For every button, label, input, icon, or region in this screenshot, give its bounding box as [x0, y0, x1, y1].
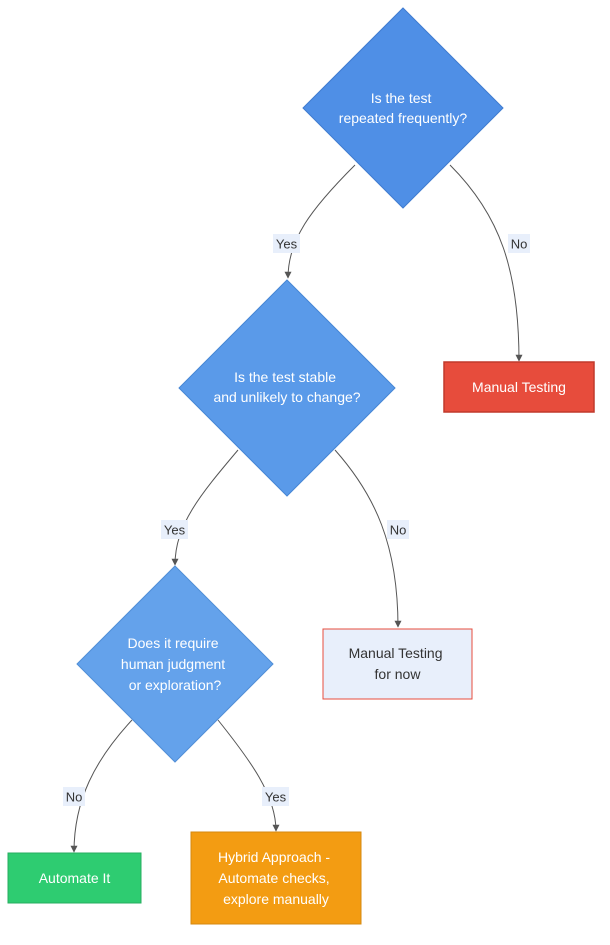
- edge-label-bg: [273, 234, 300, 253]
- svg-text:Manual Testing: Manual Testing: [472, 379, 566, 395]
- decision-label-line: Is the test: [371, 90, 432, 106]
- edge-labels: Yes No Yes No No Yes: [63, 234, 530, 806]
- outcome-node-hybrid-approach: Hybrid Approach - Automate checks, explo…: [190, 831, 362, 925]
- edge-q1-no: [449, 164, 523, 362]
- outcome-node-manual-testing-for-now: Manual Testing for now: [322, 628, 473, 700]
- edge-label-bg: [508, 234, 530, 253]
- outcome-label-line: explore manually: [223, 891, 329, 907]
- svg-text:Automate It: Automate It: [39, 870, 111, 886]
- edge-label-q1-no: No: [508, 234, 530, 253]
- edge-label-q2-no: No: [387, 520, 409, 539]
- edge-label-text: Yes: [265, 790, 287, 805]
- edge-label-text: No: [390, 523, 407, 538]
- edge-q2-yes: [171, 449, 239, 566]
- outcome-label-line: for now: [375, 666, 422, 682]
- outcome-label-line: Hybrid Approach -: [218, 849, 330, 865]
- decision-label-line: and unlikely to change?: [213, 389, 360, 405]
- edge-label-text: No: [511, 237, 528, 252]
- svg-text:Manual Testing for now: Manual Testing for now: [349, 645, 447, 682]
- svg-text:Is the test repeated fre: Is the test repeated frequently?: [339, 90, 468, 126]
- outcome-box: [190, 831, 362, 925]
- decision-node-repeated-frequently: Is the test repeated frequently?: [302, 7, 504, 209]
- edge-label-bg: [262, 787, 289, 806]
- outcome-node-manual-testing: Manual Testing: [443, 361, 595, 413]
- decision-diamond: [178, 279, 396, 497]
- edge-q1-yes: [284, 164, 356, 279]
- edge-q2-no: [334, 449, 402, 628]
- edge-q3-no: [70, 719, 133, 853]
- svg-text:Does it require human ju: Does it require human judgment or explor…: [121, 635, 229, 693]
- decision-node-human-judgment: Does it require human judgment or explor…: [76, 565, 274, 763]
- outcome-box: [322, 628, 473, 700]
- edge-label-bg: [387, 520, 409, 539]
- outcome-box: [443, 361, 595, 413]
- edge-q3-yes: [217, 719, 280, 832]
- decision-node-stable: Is the test stable and unlikely to chang…: [178, 279, 396, 497]
- edge-label-q3-no: No: [63, 787, 85, 806]
- edge-label-text: Yes: [164, 523, 186, 538]
- edge-label-text: No: [66, 790, 83, 805]
- outcome-label-line: Manual Testing: [349, 645, 443, 661]
- decision-label-line: Is the test stable: [234, 369, 336, 385]
- edges: [70, 164, 523, 853]
- edge-label-q3-yes: Yes: [262, 787, 289, 806]
- decision-label-line: human judgment: [121, 656, 225, 672]
- svg-text:Is the test stable and u: Is the test stable and unlikely to chang…: [213, 369, 360, 405]
- outcome-node-automate-it: Automate It: [7, 852, 142, 904]
- edge-label-q2-yes: Yes: [161, 520, 188, 539]
- edge-label-text: Yes: [276, 237, 298, 252]
- decision-diamond: [302, 7, 504, 209]
- decision-label-line: Does it require: [128, 635, 219, 651]
- svg-text:Hybrid Approach - Automa: Hybrid Approach - Automate checks, explo…: [218, 849, 334, 907]
- outcome-box: [7, 852, 142, 904]
- outcome-label-line: Manual Testing: [472, 379, 566, 395]
- decision-label-line: repeated frequently?: [339, 110, 468, 126]
- edge-label-q1-yes: Yes: [273, 234, 300, 253]
- outcome-label-line: Automate It: [39, 870, 111, 886]
- edge-label-bg: [63, 787, 85, 806]
- outcome-label-line: Automate checks,: [218, 870, 329, 886]
- decision-diamond: [76, 565, 274, 763]
- decision-label-line: or exploration?: [129, 677, 222, 693]
- edge-label-bg: [161, 520, 188, 539]
